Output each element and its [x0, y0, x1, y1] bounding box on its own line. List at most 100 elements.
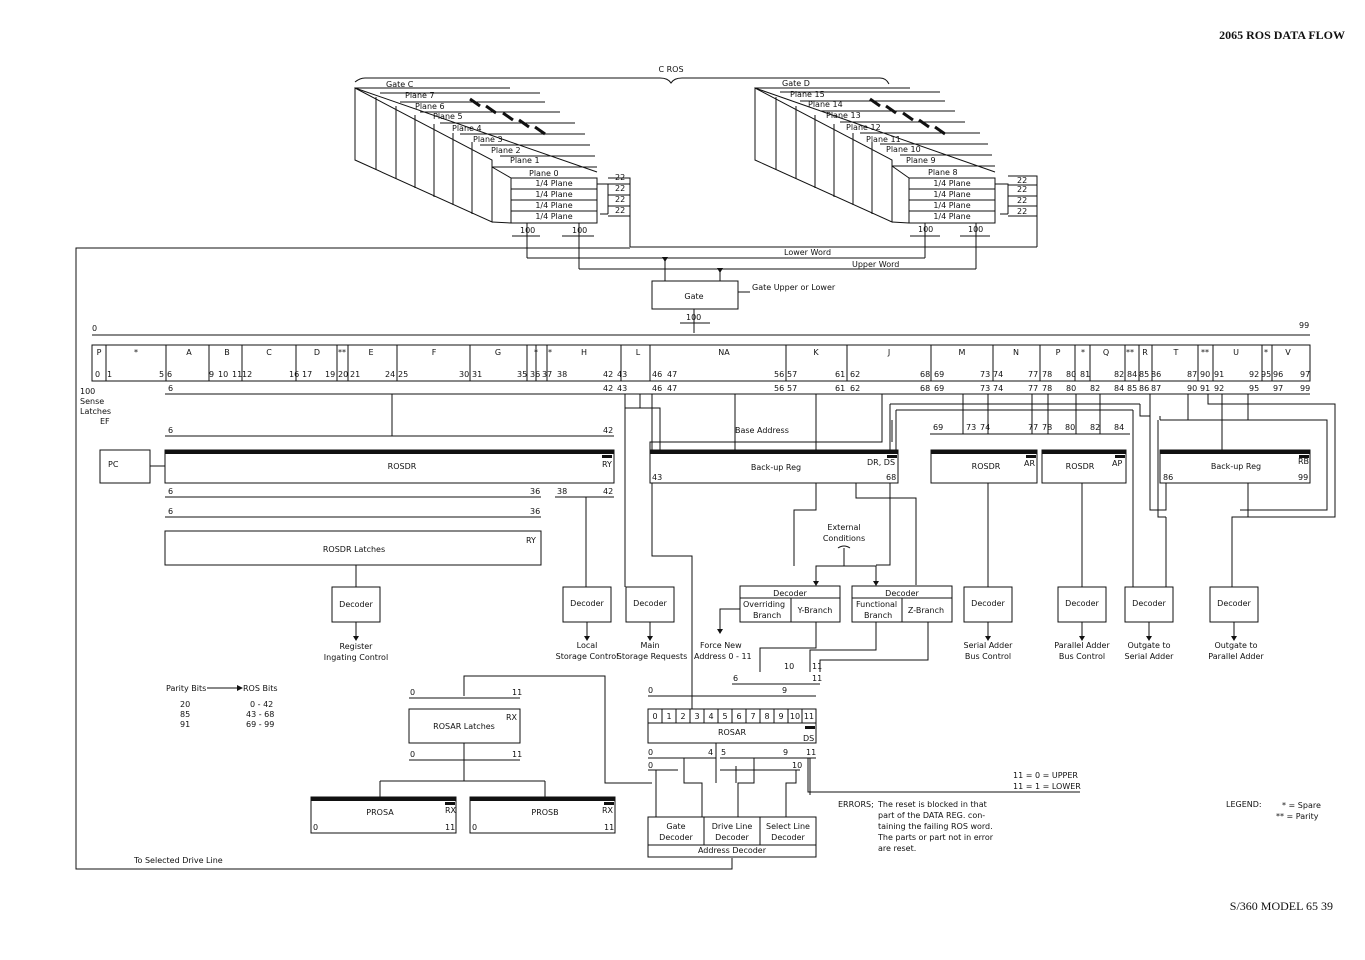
rosar-bit-label: 6	[736, 712, 741, 721]
sense-label: EF	[100, 417, 110, 426]
sub-bit-label: 56	[774, 384, 784, 393]
field-bit-1: 1	[107, 370, 112, 379]
bit-label: 6	[168, 426, 173, 435]
lower-note: 11 = 1 = LOWER	[1013, 782, 1081, 791]
rosdr-label: ROSDR	[972, 462, 1001, 471]
bit-label: 11	[806, 748, 816, 757]
register-ingating-label: Register	[340, 642, 374, 651]
backup-reg-label: Back-up Reg	[751, 463, 801, 472]
rosdr-latches-label: ROSDR Latches	[323, 545, 385, 554]
plane-label: Plane 1	[510, 156, 540, 165]
field-name-s3: *	[548, 348, 552, 357]
plane-label: Plane 8	[928, 168, 958, 177]
parity-bits-header: Parity Bits	[166, 684, 206, 693]
gate-control-label: Gate Upper or Lower	[752, 283, 836, 292]
upper-word-label: Upper Word	[852, 260, 899, 269]
field-name-ss2: **	[1126, 348, 1134, 357]
field-name-l: L	[636, 348, 641, 357]
field-bit-36: 36	[530, 370, 540, 379]
overriding-branch-label: Overriding	[743, 600, 785, 609]
errors-note: ERRORS; The reset is blocked in that par…	[838, 800, 994, 853]
decoder-label: Decoder	[773, 589, 807, 598]
field-bit-17: 17	[302, 370, 312, 379]
field-name-n: N	[1013, 348, 1019, 357]
page-header: 2065 ROS DATA FLOW	[1219, 28, 1345, 42]
field-bit-73: 73	[980, 370, 990, 379]
field-name-a: A	[186, 348, 192, 357]
field-name-c: C	[266, 348, 272, 357]
field-bit-43: 43	[617, 370, 627, 379]
gate-width-label: 100	[686, 313, 701, 322]
field-bit-90: 90	[1200, 370, 1210, 379]
plane-label: Plane 2	[491, 146, 521, 155]
field-bit-9: 9	[209, 370, 214, 379]
field-bit-86: 86	[1151, 370, 1161, 379]
count-label: 22	[615, 195, 625, 204]
errors-text: The parts or part not in error	[877, 833, 994, 842]
page-footer: S/360 MODEL 65 39	[1230, 899, 1333, 913]
rosdr-latches-box	[164, 530, 542, 566]
quarter-plane-label: 1/4 Plane	[535, 201, 572, 210]
bit-label: 9	[782, 686, 787, 695]
field-name-m: M	[959, 348, 966, 357]
count-label: 22	[615, 184, 625, 193]
field-bit-57: 57	[787, 370, 797, 379]
quarter-plane-label: 1/4 Plane	[933, 190, 970, 199]
sub-bit-label: 86	[1139, 384, 1149, 393]
plane-label: Plane 13	[826, 111, 861, 120]
decoder-label: Decoder	[1217, 599, 1251, 608]
decoder-label: Decoder	[570, 599, 604, 608]
diagram-frame	[75, 247, 733, 870]
rosar-bit-label: 3	[694, 712, 699, 721]
lower-word-label: Lower Word	[784, 248, 831, 257]
quarter-plane-label: 1/4 Plane	[535, 190, 572, 199]
decoder-box	[1209, 586, 1259, 623]
rosar-bit-label: 8	[764, 712, 769, 721]
field-bit-74: 74	[993, 370, 1003, 379]
field-bit-77: 77	[1028, 370, 1038, 379]
bit-label: 0	[648, 761, 653, 770]
select-line-decoder-label: Select Line	[766, 822, 810, 831]
sub-bit-label: 57	[787, 384, 797, 393]
sense-label: Sense	[80, 397, 104, 406]
count-label: 22	[1017, 185, 1027, 194]
field-bit-97: 97	[1300, 370, 1310, 379]
sub-bit-label: 90	[1187, 384, 1197, 393]
bit-label: 0	[410, 750, 415, 759]
decoder-box	[1057, 586, 1107, 623]
count-label: 22	[1017, 207, 1027, 216]
address-decoder: Gate Decoder Drive Line Decoder Select L…	[133, 816, 817, 865]
errors-text: are reset.	[878, 844, 916, 853]
bit-label: 69	[933, 423, 943, 432]
ros-bit-range: 69 - 99	[246, 720, 274, 729]
external-conditions-label: Conditions	[823, 534, 865, 543]
plane-label: Plane 12	[846, 123, 881, 132]
rosar-bit-label: 1	[666, 712, 671, 721]
bus-start-label: 0	[92, 324, 97, 333]
sub-bit-label: 99	[1300, 384, 1310, 393]
field-bit-37: 37	[542, 370, 552, 379]
quarter-plane-label: 1/4 Plane	[933, 212, 970, 221]
quarter-plane-label: 1/4 Plane	[933, 201, 970, 210]
rosar-latches-label: ROSAR Latches	[433, 722, 495, 731]
functional-branch-label: Functional	[856, 600, 897, 609]
bit-label: 6	[733, 674, 738, 683]
main-storage-label: Main	[640, 641, 659, 650]
prosa-label: PROSA	[366, 808, 394, 817]
errors-text: part of the DATA REG. con-	[878, 811, 985, 820]
field-bit-91: 91	[1214, 370, 1224, 379]
left-plane-stack: Gate C Plane 7 Plane 6 Plane 5 Plane 4 P…	[354, 80, 631, 269]
field-bit-87: 87	[1187, 370, 1197, 379]
ds-label: DS	[803, 734, 814, 743]
field-name-t: T	[1173, 348, 1179, 357]
decoder-label: Decoder	[1065, 599, 1099, 608]
backup-reg-2-block: Back-up Reg RB 86 99	[1159, 449, 1311, 484]
gate-block: Gate Gate Upper or Lower 100	[651, 280, 836, 333]
rosdr-ar-block: 69 73 74 77 78 ROSDR AR	[930, 423, 1052, 484]
rosar-bit-label: 0	[652, 712, 657, 721]
sub-bit-label: 85	[1127, 384, 1137, 393]
external-conditions-label: External	[827, 523, 860, 532]
sense-label: Latches	[80, 407, 111, 416]
parity-table: Parity Bits ROS Bits 20 0 - 42 85 43 - 6…	[166, 684, 278, 729]
ar-label: AR	[1024, 459, 1035, 468]
